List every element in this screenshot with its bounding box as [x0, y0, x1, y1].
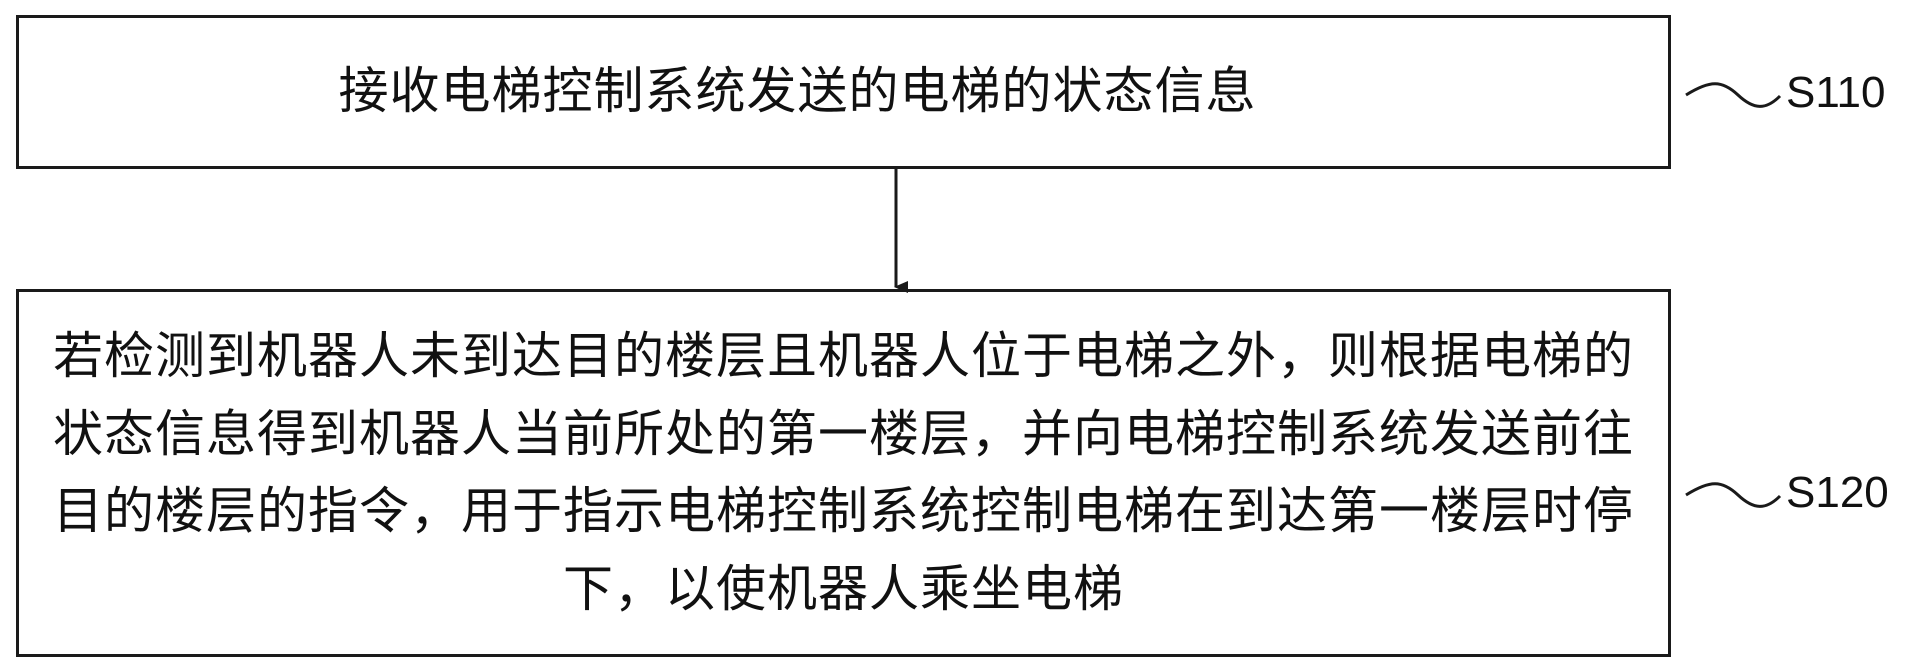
- step-label-s110: S110: [1786, 68, 1886, 117]
- step-box-s120: 若检测到机器人未到达目的楼层且机器人位于电梯之外，则根据电梯的状态信息得到机器人…: [16, 289, 1671, 657]
- step-text-s110: 接收电梯控制系统发送的电梯的状态信息: [338, 62, 1257, 121]
- step-text-s120: 若检测到机器人未到达目的楼层且机器人位于电梯之外，则根据电梯的状态信息得到机器人…: [53, 327, 1634, 618]
- step-label-s120: S120: [1786, 468, 1889, 517]
- leader-squiggle-s120: [1685, 482, 1782, 508]
- leader-squiggle-s110: [1685, 82, 1782, 108]
- step-box-s110: 接收电梯控制系统发送的电梯的状态信息: [16, 15, 1671, 169]
